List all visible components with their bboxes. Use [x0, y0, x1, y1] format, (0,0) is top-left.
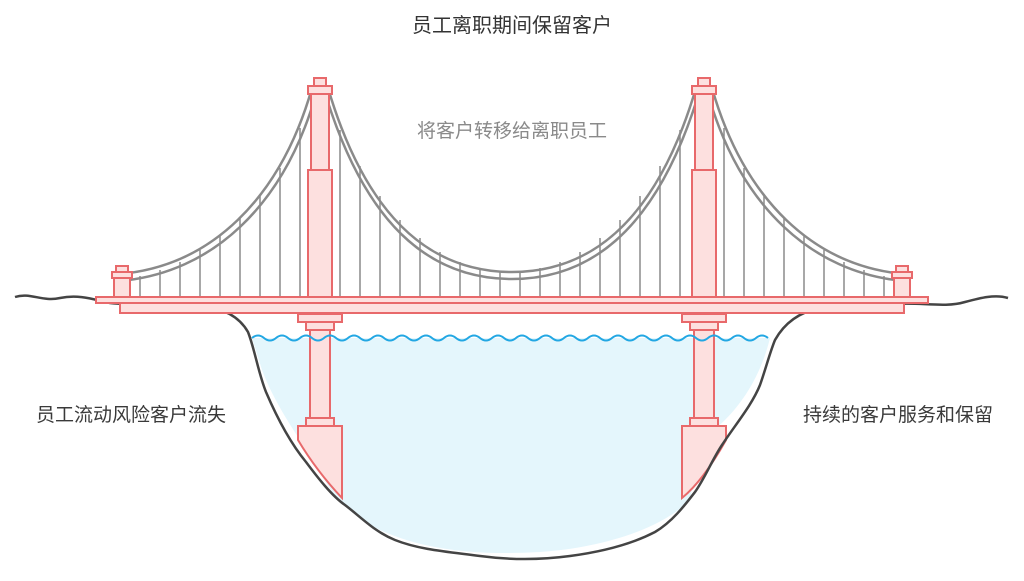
right-cliff-label: 持续的客户服务和保留 — [802, 404, 993, 426]
left-tower-base — [297, 313, 343, 501]
water-wave-icon — [251, 334, 769, 342]
water-area — [252, 338, 770, 554]
left-cliff-label: 员工流动风险客户流失 — [35, 404, 226, 426]
page-title: 员工离职期间保留客户 — [412, 13, 612, 37]
bridge-label: 将客户转移给离职员工 — [416, 120, 607, 142]
right-tower — [691, 77, 717, 299]
bridge-deck — [95, 296, 929, 314]
right-anchor-post — [891, 265, 913, 299]
suspender-cables — [139, 128, 885, 296]
main-cables — [119, 87, 905, 283]
left-anchor-post — [111, 265, 133, 299]
left-tower — [307, 77, 333, 299]
